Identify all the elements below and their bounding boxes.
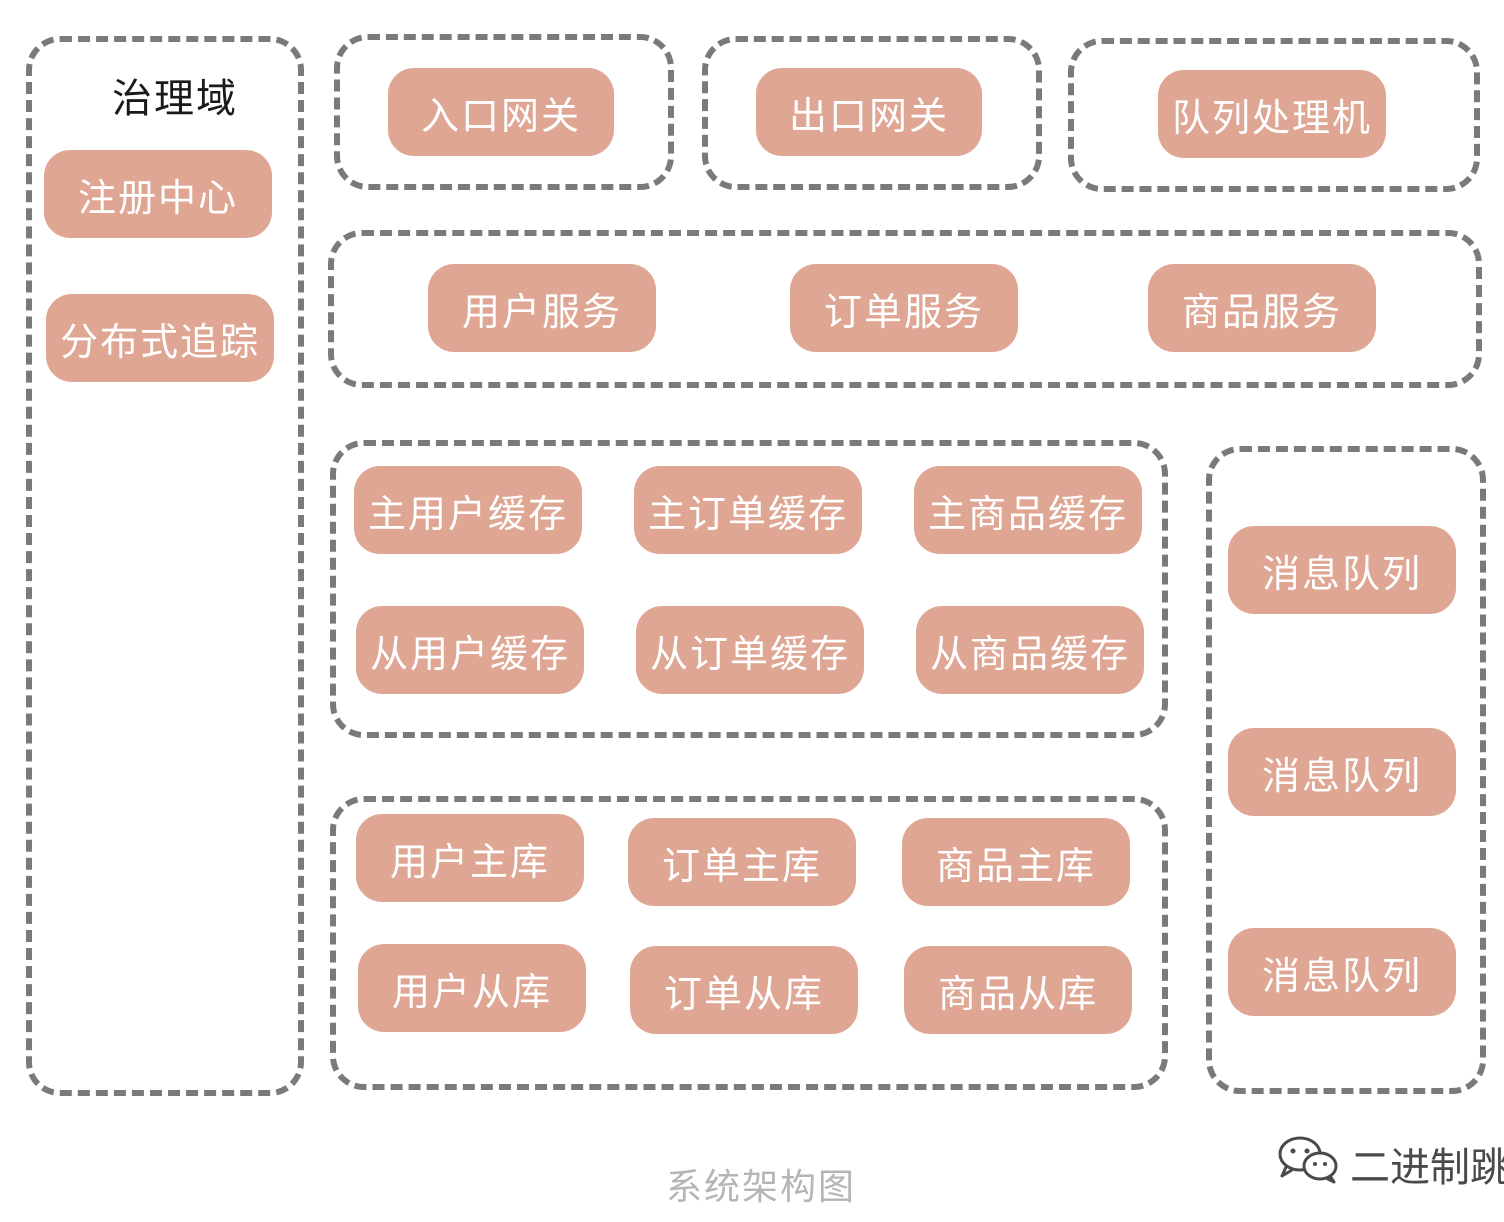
product-master-db-node: 商品主库 — [902, 818, 1130, 906]
slave-order-cache-node: 从订单缓存 — [636, 606, 864, 694]
order-slave-db-node: 订单从库 — [630, 946, 858, 1034]
order-master-db-node: 订单主库 — [628, 818, 856, 906]
governance-title: 治理域 — [112, 76, 238, 122]
watermark-text: 二进制跳 — [1350, 1145, 1504, 1191]
message-queue-node: 消息队列 — [1228, 526, 1456, 614]
master-user-cache-node: 主用户缓存 — [354, 466, 582, 554]
master-order-cache-node: 主订单缓存 — [634, 466, 862, 554]
user-master-db-node: 用户主库 — [356, 814, 584, 902]
master-product-cache-node: 主商品缓存 — [914, 466, 1142, 554]
product-slave-db-node: 商品从库 — [904, 946, 1132, 1034]
user-slave-db-node: 用户从库 — [358, 944, 586, 1032]
message-queue-node: 消息队列 — [1228, 928, 1456, 1016]
slave-user-cache-node: 从用户缓存 — [356, 606, 584, 694]
queue-processor-node: 队列处理机 — [1158, 70, 1386, 158]
product-service-node: 商品服务 — [1148, 264, 1376, 352]
message-queue-node: 消息队列 — [1228, 728, 1456, 816]
entry-gateway-node: 入口网关 — [388, 68, 614, 156]
diagram-caption: 系统架构图 — [666, 1167, 857, 1208]
user-service-node: 用户服务 — [428, 264, 656, 352]
queue-processor-group — [1068, 38, 1480, 192]
wechat-icon — [1276, 1134, 1350, 1194]
governance-group — [26, 36, 304, 1096]
cache-group — [330, 440, 1168, 738]
registry-center-node: 注册中心 — [44, 150, 272, 238]
exit-gateway-node: 出口网关 — [756, 68, 982, 156]
message-queue-group — [1206, 446, 1486, 1094]
services-group — [328, 230, 1482, 388]
exit-gateway-group — [702, 36, 1042, 190]
order-service-node: 订单服务 — [790, 264, 1018, 352]
database-group — [330, 796, 1168, 1090]
entry-gateway-group — [334, 34, 674, 190]
watermark: 二进制跳 — [1276, 1134, 1504, 1194]
slave-product-cache-node: 从商品缓存 — [916, 606, 1144, 694]
distributed-tracing-node: 分布式追踪 — [46, 294, 274, 382]
